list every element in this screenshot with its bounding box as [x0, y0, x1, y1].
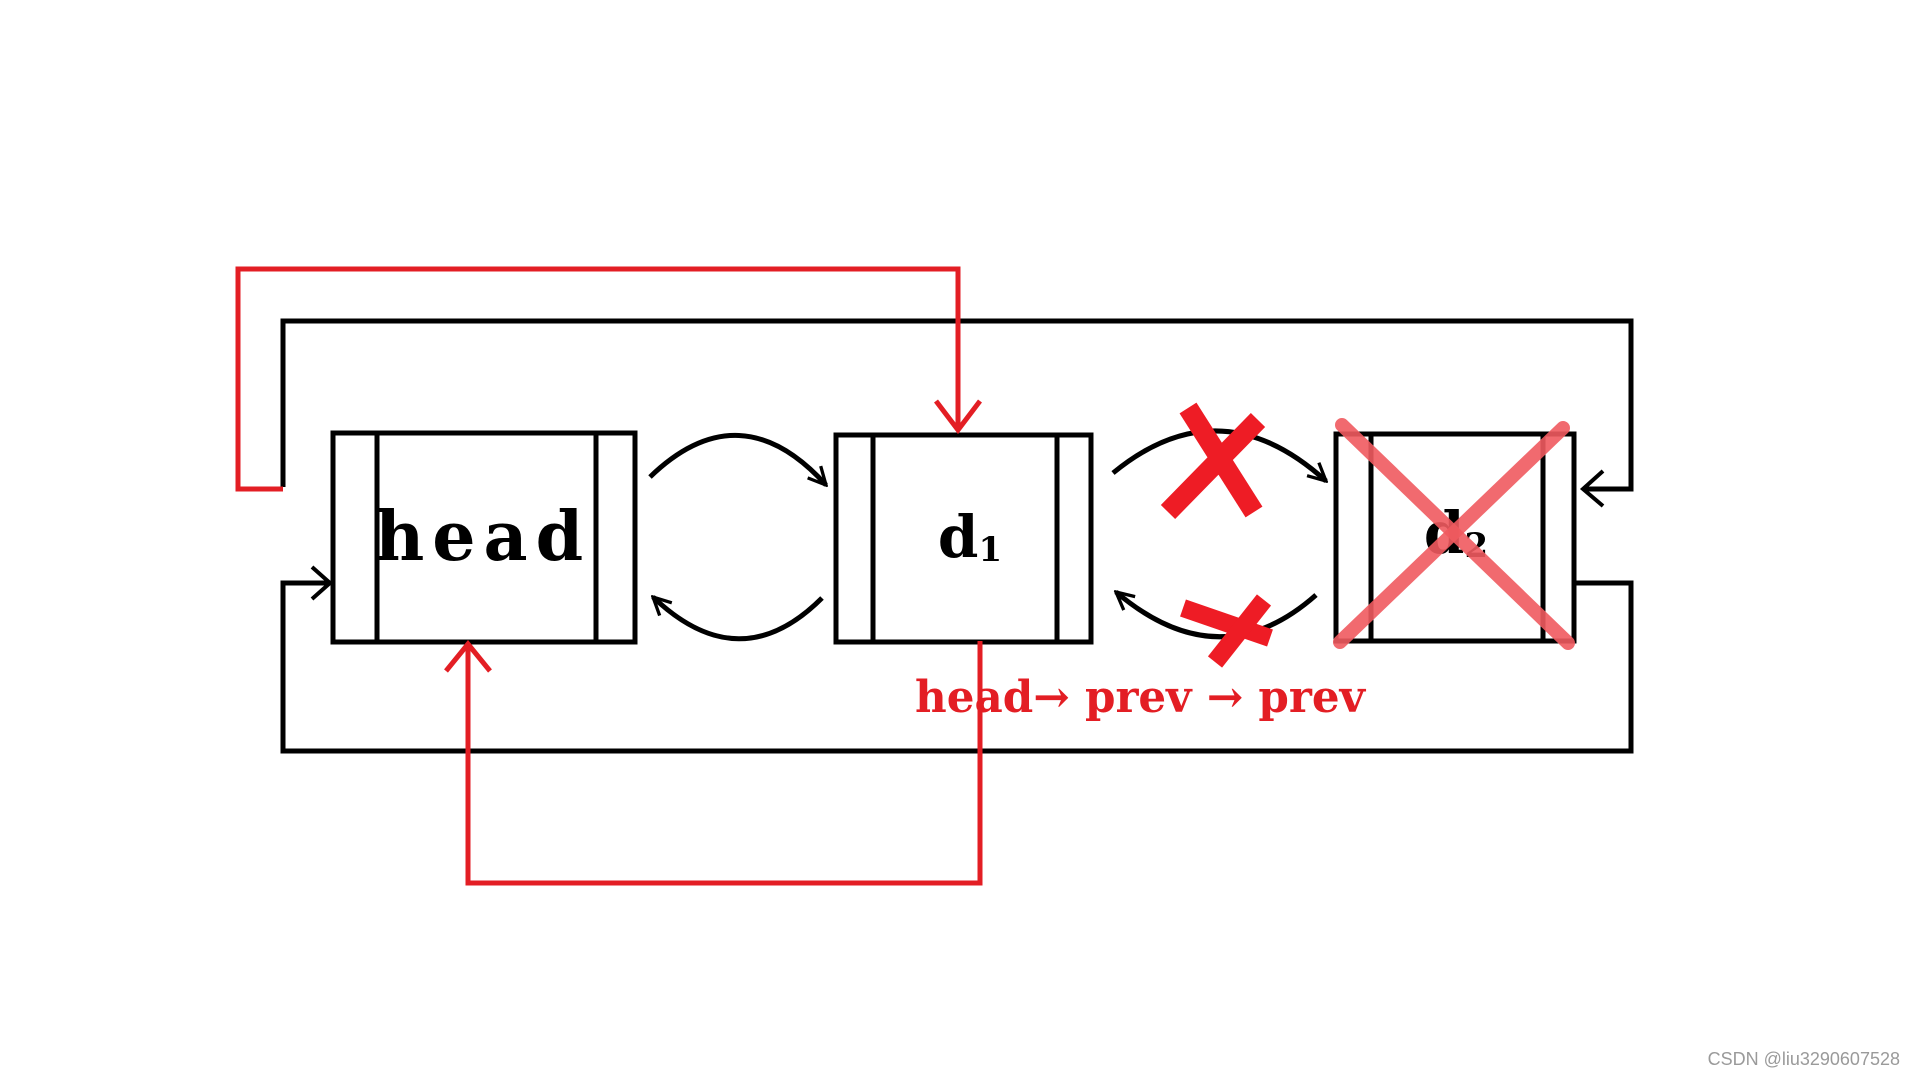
node-head: head — [330, 430, 638, 645]
head-next-arrow — [648, 433, 826, 485]
new-head-prev-link — [235, 266, 982, 492]
svg-text:d1: d1 — [938, 503, 1002, 571]
break-mark-next — [1160, 402, 1266, 519]
head-label: head — [375, 497, 591, 577]
d1-label: d — [938, 503, 979, 571]
d1-next-arrow — [1111, 428, 1326, 481]
outer-next-link — [280, 318, 1634, 508]
d2-prev-arrow — [1116, 592, 1318, 640]
d1-subscript: 1 — [978, 530, 1002, 570]
break-mark-prev — [1180, 594, 1273, 668]
node-d1: d1 — [833, 432, 1094, 645]
annotation-label: head→ prev → prev — [915, 672, 1366, 723]
watermark: CSDN @liu3290607528 — [1707, 1049, 1900, 1069]
outer-prev-link — [280, 565, 1634, 754]
new-d1-next-link — [444, 640, 983, 886]
d1-prev-arrow — [653, 597, 824, 642]
d1-d2-links — [1111, 428, 1326, 640]
head-d1-links — [648, 433, 826, 642]
delete-node-mark — [1333, 418, 1575, 650]
